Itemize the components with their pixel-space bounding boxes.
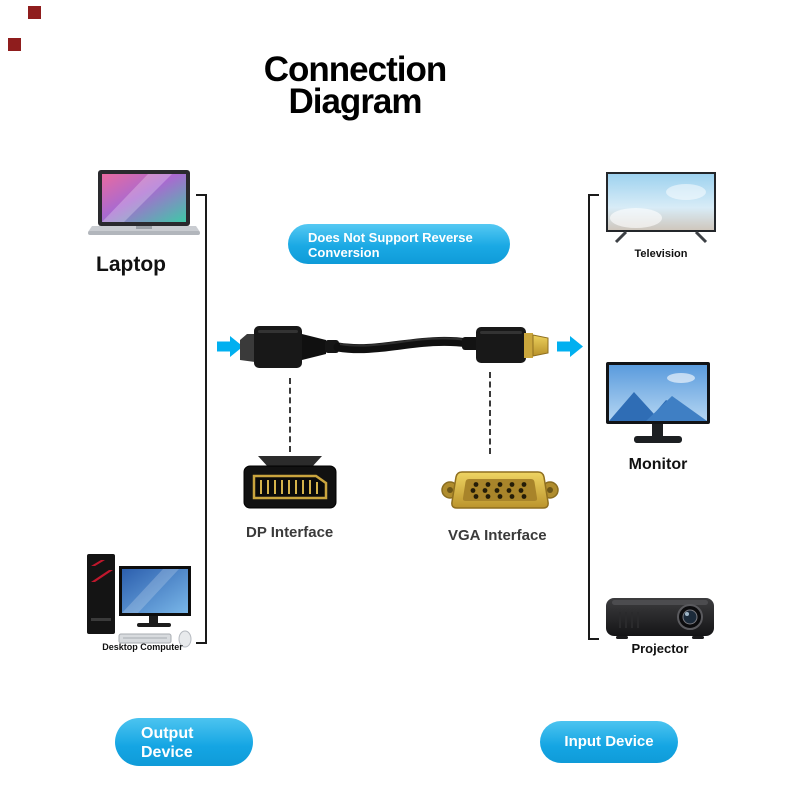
dp-interface-label: DP Interface bbox=[246, 524, 334, 541]
desktop-computer-icon bbox=[85, 552, 200, 648]
red-marker bbox=[8, 38, 21, 51]
vga-leader-line bbox=[489, 372, 491, 454]
banner-line2: Conversion bbox=[308, 245, 380, 260]
television-icon bbox=[606, 172, 716, 246]
page-title-line1: Connection bbox=[263, 50, 447, 89]
vga-connector-icon bbox=[438, 462, 562, 518]
laptop-icon bbox=[88, 170, 200, 238]
arrow-right-icon bbox=[217, 336, 243, 357]
dp-connector-icon bbox=[238, 452, 342, 516]
dp-leader-line bbox=[289, 378, 291, 452]
right-bracket-line bbox=[588, 194, 599, 640]
output-device-line1: Output bbox=[141, 725, 194, 742]
arrow-right-icon bbox=[557, 336, 583, 357]
banner-line1: Does Not Support Reverse bbox=[308, 230, 473, 245]
left-bracket-line bbox=[196, 194, 207, 644]
television-label: Television bbox=[634, 248, 688, 260]
output-device-pill: Output Device bbox=[115, 718, 253, 766]
no-reverse-banner: Does Not Support Reverse Conversion bbox=[288, 224, 510, 264]
input-device-pill: Input Device bbox=[540, 721, 678, 763]
laptop-label: Laptop bbox=[96, 253, 166, 276]
monitor-label: Monitor bbox=[628, 456, 688, 473]
red-marker bbox=[28, 6, 41, 19]
projector-label: Projector bbox=[631, 641, 689, 656]
vga-interface-label: VGA Interface bbox=[448, 527, 547, 544]
page-title-line2: Diagram bbox=[288, 82, 422, 121]
projector-icon bbox=[604, 592, 716, 644]
dp-vga-cable-icon bbox=[240, 310, 562, 382]
monitor-icon bbox=[606, 362, 710, 448]
desktop-label: Desktop Computer bbox=[102, 642, 183, 652]
output-device-line2: Device bbox=[141, 744, 193, 761]
page-title: Connection Diagram bbox=[248, 50, 462, 121]
